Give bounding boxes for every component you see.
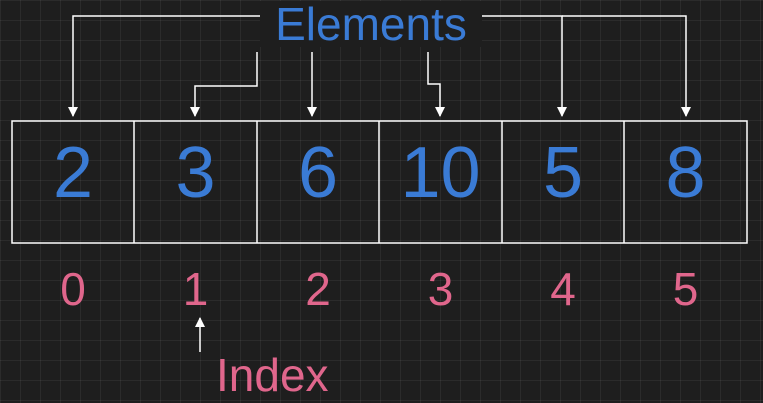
index-label: Index [216, 349, 329, 401]
array-cell-value: 2 [52, 133, 94, 213]
arrow-to-cell-4 [482, 15, 567, 117]
array-cell-value: 6 [297, 133, 339, 213]
elements-label: Elements [260, 1, 482, 47]
array-cell-value: 8 [665, 133, 706, 213]
index-value: 2 [305, 263, 331, 315]
arrow-to-cell-3 [427, 52, 445, 117]
index-value: 0 [60, 263, 86, 315]
array-cell-value: 10 [400, 133, 481, 213]
index-value: 3 [427, 263, 454, 315]
index-value: 4 [550, 263, 576, 315]
arrow-to-cell-1 [190, 52, 258, 117]
arrow-to-cell-5 [562, 15, 691, 117]
arrow-to-cell-0 [68, 15, 262, 117]
array-cell-value: 5 [542, 133, 584, 213]
index-value: 1 [182, 263, 209, 315]
array-cell-value: 3 [175, 133, 216, 213]
index-value: 5 [672, 263, 699, 315]
